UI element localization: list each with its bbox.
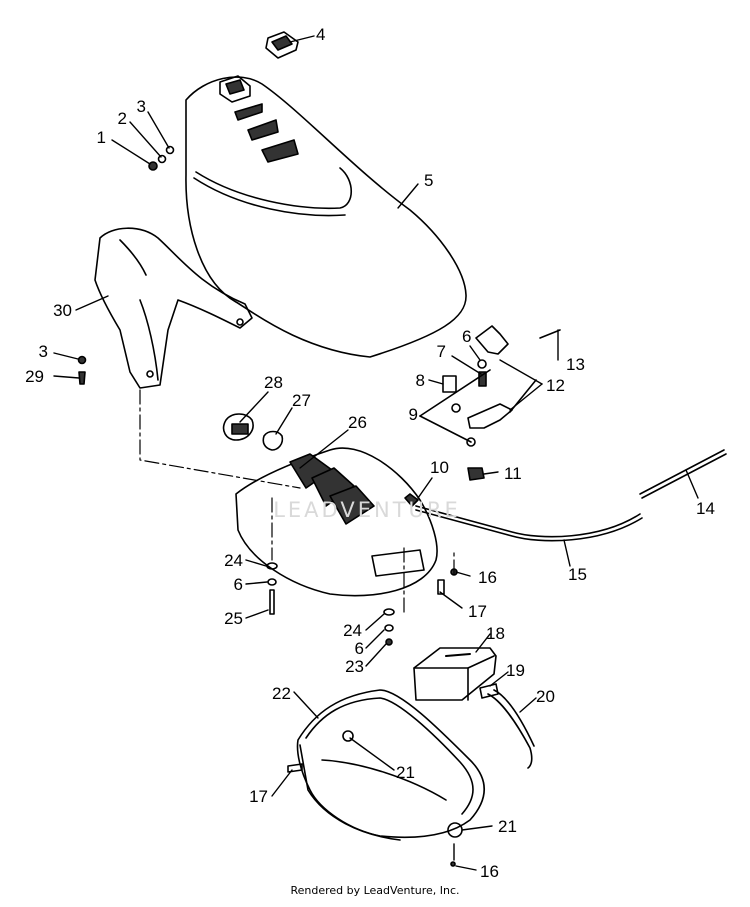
callout-18: 18: [486, 624, 505, 643]
callout-29: 29: [25, 367, 44, 386]
callout-17-lower: 17: [249, 787, 268, 806]
part-22-tray: [287, 689, 485, 867]
parts-16-17-23-25-fasteners: [266, 562, 458, 646]
callout-24: 24: [224, 551, 243, 570]
callout-2: 2: [118, 109, 127, 128]
callout-1: 1: [97, 128, 106, 147]
callout-3: 3: [137, 97, 146, 116]
part-4-latch: [265, 31, 299, 59]
callout-21: 21: [396, 763, 415, 782]
callout-8: 8: [416, 371, 425, 390]
callout-15: 15: [568, 565, 587, 584]
callout-3-lower: 3: [39, 342, 48, 361]
callout-6-left: 6: [234, 575, 243, 594]
callout-24-lower: 24: [343, 621, 362, 640]
leader-lines: [53, 35, 699, 871]
callout-13: 13: [566, 355, 585, 374]
callout-5: 5: [424, 171, 433, 190]
footer-credit: Rendered by LeadVenture, Inc.: [290, 884, 460, 897]
callout-6-lower: 6: [355, 639, 364, 658]
callout-6: 6: [462, 327, 471, 346]
callout-7: 7: [437, 342, 446, 361]
callout-14: 14: [696, 499, 715, 518]
callout-20: 20: [536, 687, 555, 706]
callout-28: 28: [264, 373, 283, 392]
callout-22: 22: [272, 684, 291, 703]
part-30-bracket: [77, 227, 253, 389]
watermark: LEADVENTURE: [273, 498, 461, 522]
parts-18-20-box-hose: [413, 647, 535, 769]
callout-16: 16: [478, 568, 497, 587]
callout-10: 10: [430, 458, 449, 477]
callout-16-lower: 16: [480, 862, 499, 881]
callout-labels: 1 2 3 4 5 30 3 29 6 7 8 13 12 9 11 28 27…: [25, 25, 715, 881]
callout-27: 27: [292, 391, 311, 410]
callout-11: 11: [504, 464, 522, 483]
callout-17: 17: [468, 602, 487, 621]
callout-30: 30: [53, 301, 72, 320]
part-15-cable: [415, 505, 643, 542]
alignment-lines: [139, 389, 455, 613]
part-5-seat-cover: [185, 75, 467, 358]
parts-6-13-hardware: [419, 325, 561, 481]
callout-19: 19: [506, 661, 525, 680]
part-14-rod: [639, 449, 727, 499]
callout-23: 23: [345, 657, 364, 676]
callout-12: 12: [546, 376, 565, 395]
callout-21-lower: 21: [498, 817, 517, 836]
callout-26: 26: [348, 413, 367, 432]
parts-1-3-fasteners: [148, 145, 175, 171]
callout-9: 9: [409, 405, 418, 424]
callout-4: 4: [316, 25, 325, 44]
callout-25: 25: [224, 609, 243, 628]
